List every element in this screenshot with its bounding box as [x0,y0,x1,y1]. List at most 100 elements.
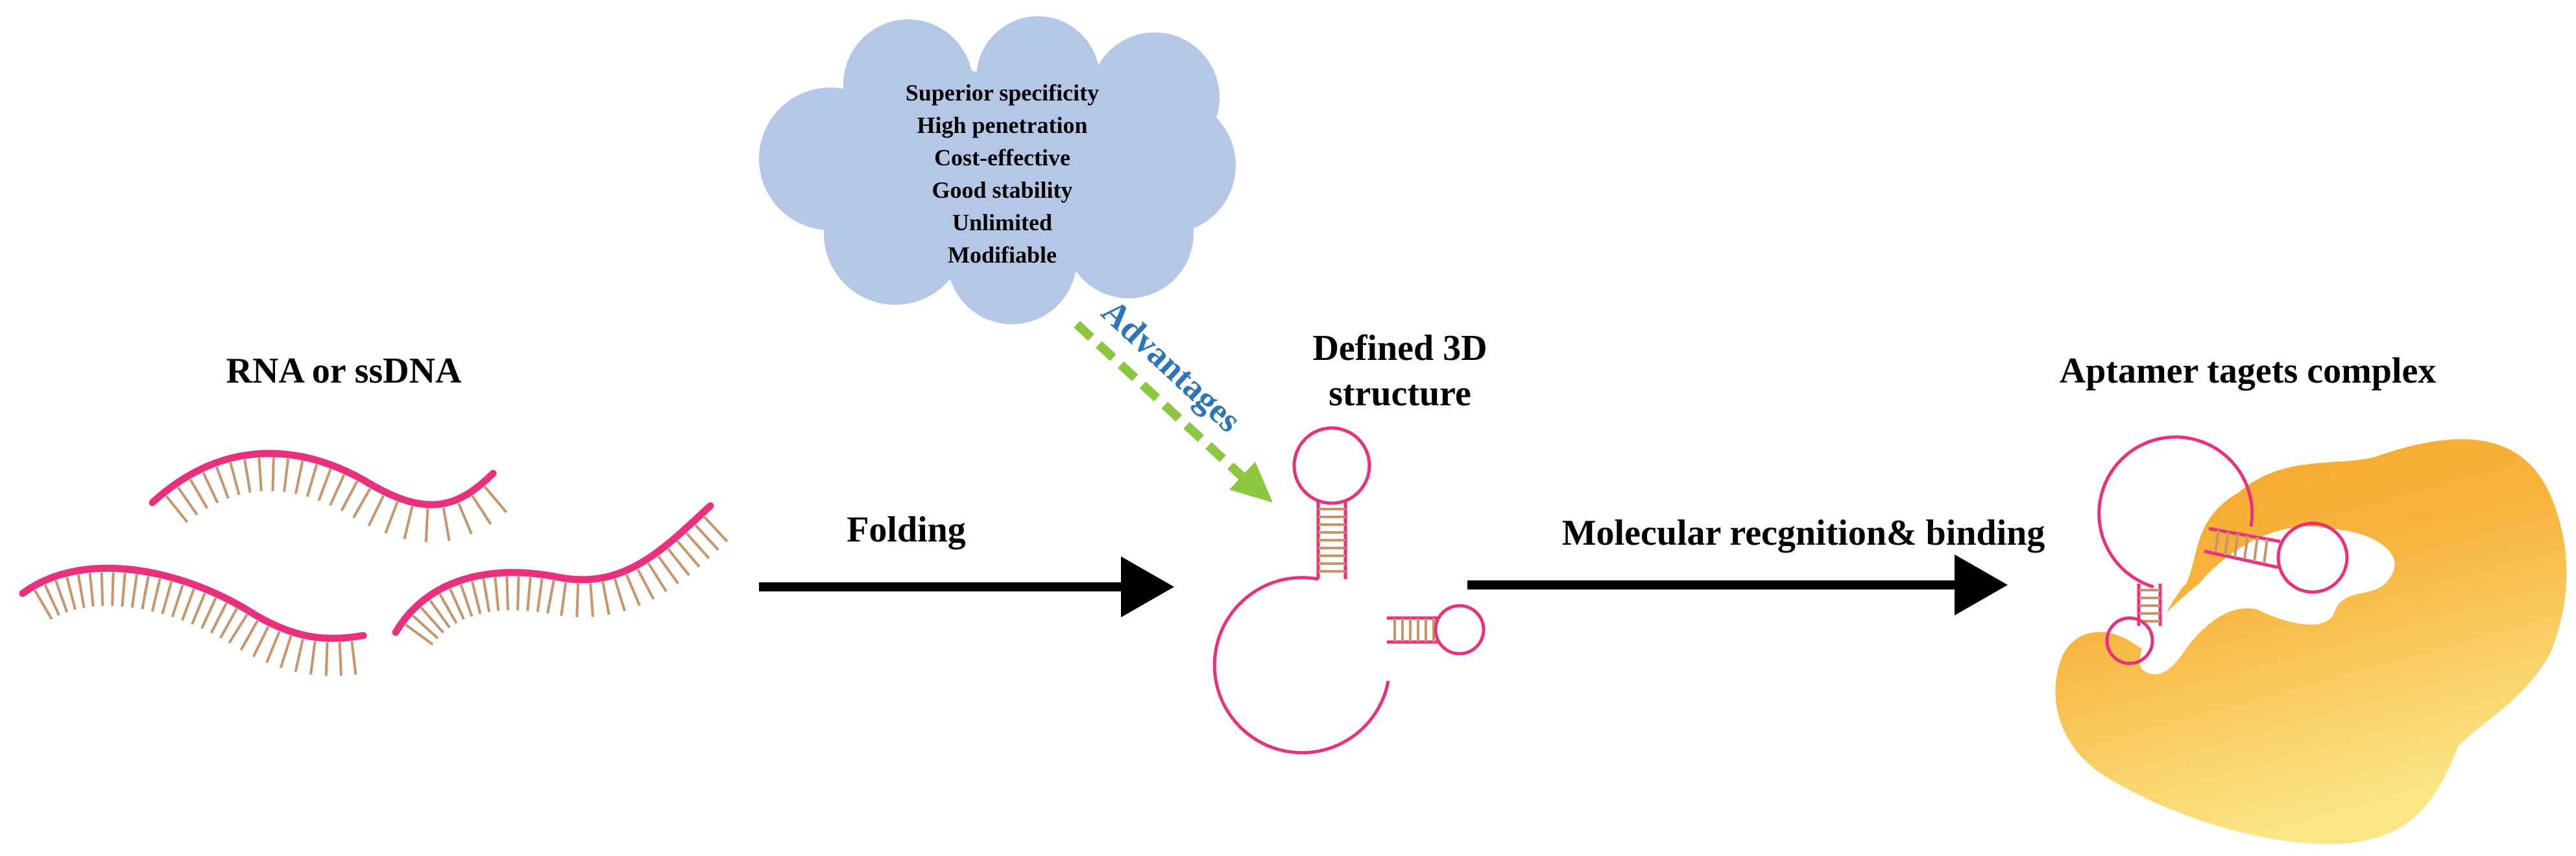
folded-aptamer [1212,426,1486,755]
nucleotide-base [329,474,346,506]
nucleotide-base [150,578,162,612]
nucleotide-base [613,578,626,612]
nucleotide-base [200,597,217,629]
nucleotide-base [279,635,293,669]
rna-ssdna-label: RNA or ssDNA [226,351,463,391]
nucleotide-base [258,457,263,492]
nucleotide-base [352,488,372,519]
nucleotide-base [54,580,69,613]
complex-label: Aptamer tagets complex [2060,351,2437,391]
nucleotide-base [459,584,474,617]
nucleotide-base [324,642,329,676]
nucleotide-base [265,631,281,663]
nucleotide-base [494,577,500,612]
nucleotide-base [283,458,290,492]
strand-backbone [392,502,714,636]
nucleotide-base [215,466,230,499]
nucleotide-base [703,516,728,543]
nucleotide-base [471,495,492,525]
recognition-label: Molecular recgnition& binding [1562,513,2045,553]
nucleotide-base [536,578,544,612]
nucleotide-base [77,574,86,608]
folding-label: Folding [847,510,966,550]
nucleotide-base [625,574,641,606]
cloud-item: Cost-effective [934,145,1070,171]
nucleotide-base [171,584,184,618]
nucleotide-base [657,555,679,584]
nucleotide-base [505,576,510,611]
nucleotide-base [340,480,359,512]
cloud-item: Good stability [932,177,1072,203]
folding-arrow [759,556,1174,617]
nucleotide-base [229,462,241,495]
cloud-item: High penetration [917,112,1087,138]
nucleotide-base [294,638,304,672]
bound-aptamer [2097,435,2349,665]
nucleotide-base [526,577,532,611]
strand-backbone [149,449,497,508]
nucleotide-base [439,593,458,624]
nucleotide-base [202,471,219,504]
nucleotide-base [181,588,195,621]
nucleotide-base [404,623,434,646]
nucleotide-base [676,540,701,568]
nucleotide-base [210,602,228,634]
nucleotide-base [350,641,357,675]
nucleotide-base [546,580,555,614]
nucleotide-base [88,573,95,607]
nucleotide-base [601,581,610,615]
nucleotide-base [685,532,710,560]
nucleotide-base [483,485,508,514]
ssdna-strands [19,449,728,676]
nucleotide-base [252,626,270,658]
nucleotide-base [420,606,445,634]
nucleotide-base [449,588,465,621]
nucleotide-base [271,457,275,492]
nucleotide-base [189,479,209,510]
cloud-item: Unlimited [952,209,1052,235]
nucleotide-base [636,568,655,600]
cloud-item: Superior specificity [906,80,1099,106]
nucleotide-base [429,599,451,628]
nucleotide-base [317,468,332,501]
nucleotide-base [176,486,199,516]
nucleotide-base [424,508,429,543]
advantages-arrow [1074,320,1273,503]
nucleotide-base [575,583,580,617]
nucleotide-base [43,584,60,616]
nucleotide-base [482,578,491,613]
strand-backbone [19,564,367,642]
nucleotide-base [560,582,568,616]
nucleotide-base [367,495,385,527]
nucleotide-base [165,495,189,523]
nucleotide-base [66,577,77,610]
nucleotide-base [111,572,115,606]
nucleotide-base [243,459,252,493]
nucleotide-base [589,583,594,617]
nucleotide-base [338,641,343,676]
nucleotide-base [161,581,173,615]
nucleotide-base [33,589,53,620]
structure-label: structure [1329,374,1471,414]
nucleotide-base [239,620,259,651]
cloud-item: Modifiable [948,242,1057,268]
nucleotide-base [647,562,668,593]
nucleotide-base [384,501,399,534]
nucleotide-base [411,614,439,639]
nucleotide-base [100,572,104,606]
nucleotide-base [306,464,319,497]
nucleotide-base [694,524,719,551]
advantages-cloud: Superior specificity High penetration Co… [759,16,1236,324]
nucleotide-base [294,460,304,494]
nucleotide-base [442,507,451,541]
nucleotide-base [667,548,690,577]
defined-3d-label: Defined 3D [1312,328,1487,368]
nucleotide-base [228,613,248,644]
target-molecule [2055,439,2567,844]
nucleotide-base [403,506,414,540]
binding-arrow [1467,554,2008,615]
nucleotide-base [121,573,126,607]
nucleotide-base [309,641,317,675]
nucleotide-base [219,608,238,639]
